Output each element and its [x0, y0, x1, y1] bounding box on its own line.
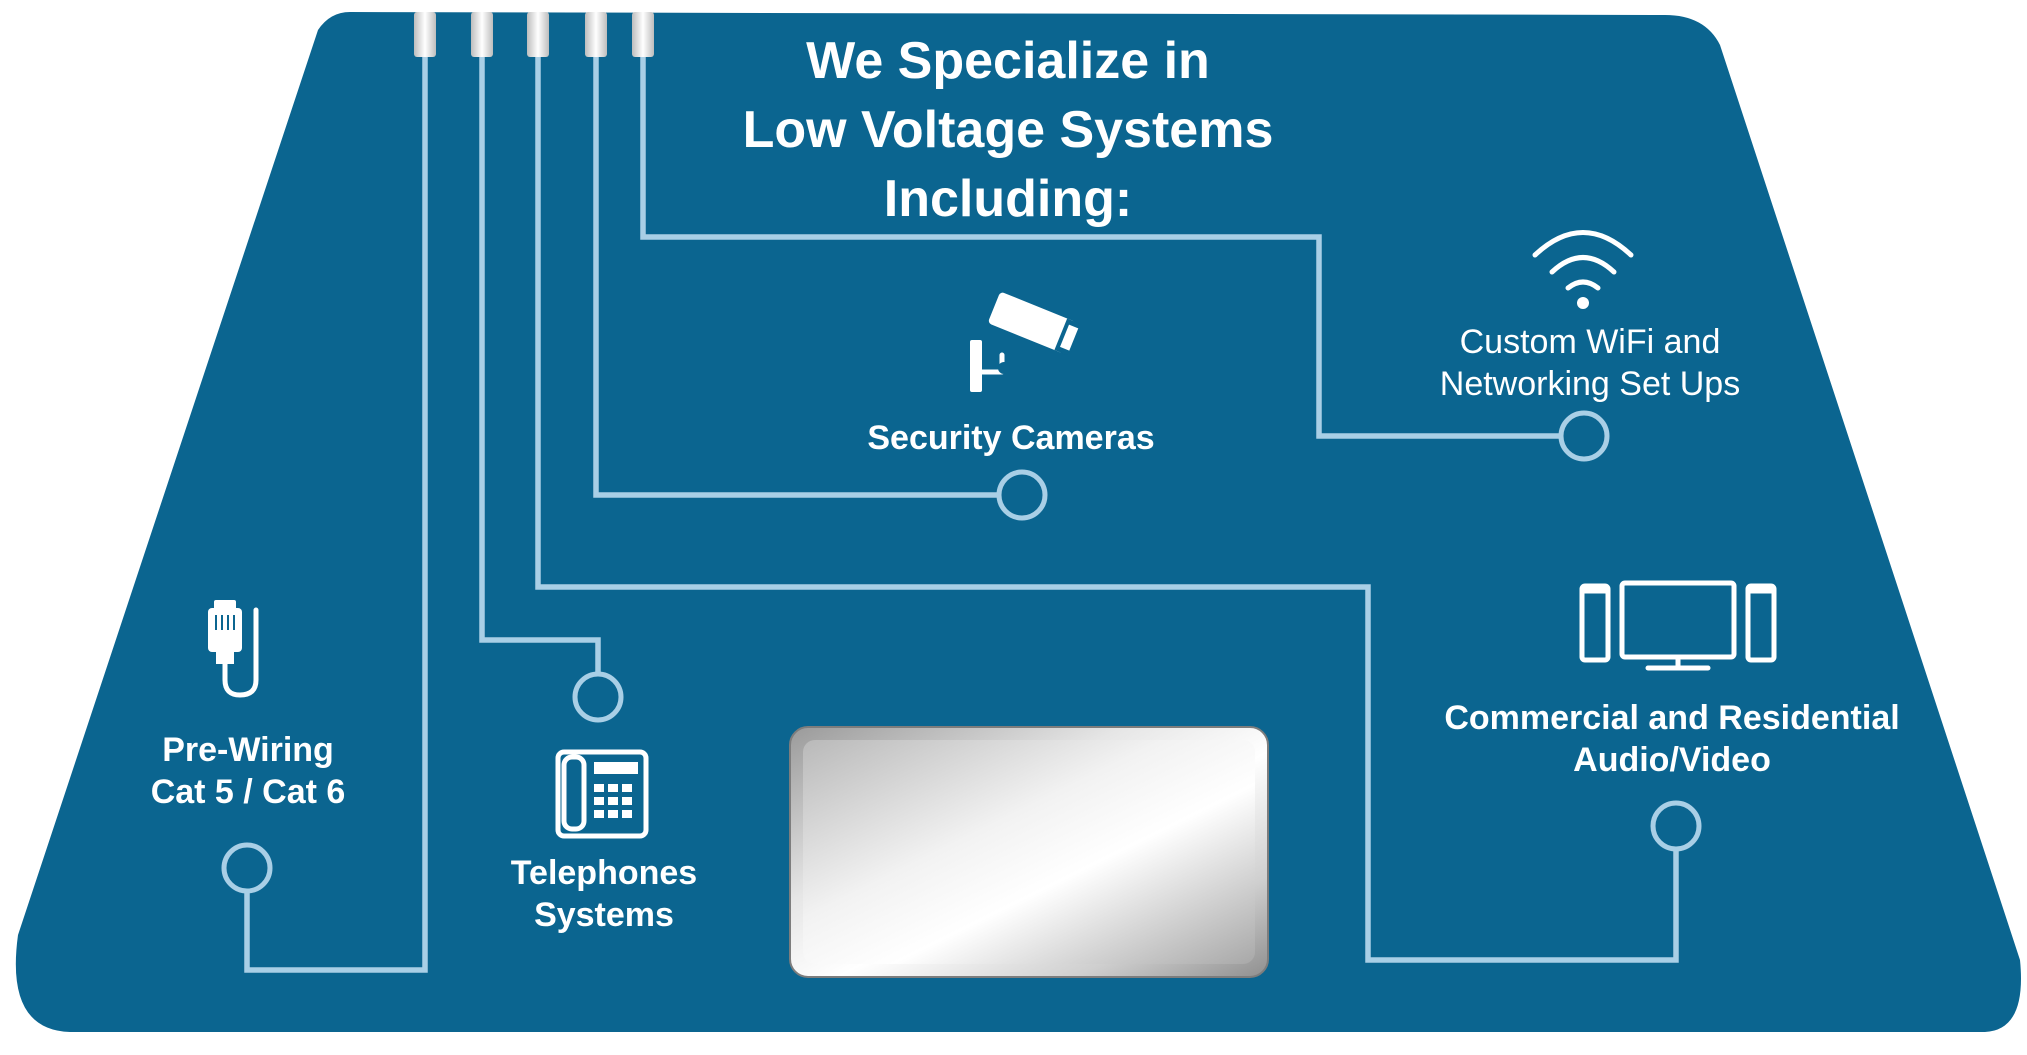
- connector-pin: [527, 12, 549, 57]
- prewiring-line-2: Cat 5 / Cat 6: [151, 773, 346, 811]
- connector-pins: [414, 12, 654, 57]
- page-title: We Specialize in Low Voltage Systems Inc…: [743, 32, 1274, 228]
- title-line-3: Including:: [884, 170, 1132, 228]
- audio-video-line-2: Audio/Video: [1573, 741, 1771, 779]
- desk-phone-icon: [555, 749, 649, 839]
- wire-cameras: [593, 55, 1000, 498]
- cameras-label: Security Cameras: [867, 419, 1154, 457]
- connector-pin: [414, 12, 436, 57]
- security-camera-icon: [970, 292, 1081, 392]
- panel-background: [15, 12, 2021, 1032]
- wire-audio-video: [535, 55, 1679, 963]
- wire-wifi: [640, 55, 1560, 439]
- audio-video-line-1: Commercial and Residential: [1444, 699, 1899, 737]
- wire-prewiring: [244, 55, 428, 973]
- node-cameras: [996, 469, 1048, 521]
- telephones-label: Telephones Systems: [511, 854, 697, 934]
- wire-telephones: [479, 55, 601, 675]
- title-line-2: Low Voltage Systems: [743, 101, 1274, 159]
- connector-pin: [585, 12, 607, 57]
- node-prewiring: [221, 842, 273, 894]
- wifi-line-1: Custom WiFi and: [1460, 323, 1721, 361]
- wifi-line-2: Networking Set Ups: [1440, 365, 1740, 403]
- tv-speakers-icon: [1579, 580, 1777, 671]
- node-audio-video: [1650, 800, 1702, 852]
- audio-video-label: Commercial and Residential Audio/Video: [1444, 699, 1899, 779]
- telephones-line-1: Telephones: [511, 854, 697, 892]
- prewiring-label: Pre-Wiring Cat 5 / Cat 6: [151, 731, 346, 811]
- node-wifi: [1558, 410, 1610, 462]
- wifi-label: Custom WiFi and Networking Set Ups: [1440, 323, 1740, 403]
- ethernet-cable-icon: [208, 600, 259, 698]
- connector-pin: [632, 12, 654, 57]
- wifi-icon: [1532, 230, 1634, 309]
- title-line-1: We Specialize in: [806, 32, 1210, 90]
- telephones-line-2: Systems: [534, 896, 674, 934]
- prewiring-line-1: Pre-Wiring: [162, 731, 334, 769]
- node-telephones: [572, 671, 624, 723]
- wall-plate: [789, 726, 1269, 978]
- connector-pin: [471, 12, 493, 57]
